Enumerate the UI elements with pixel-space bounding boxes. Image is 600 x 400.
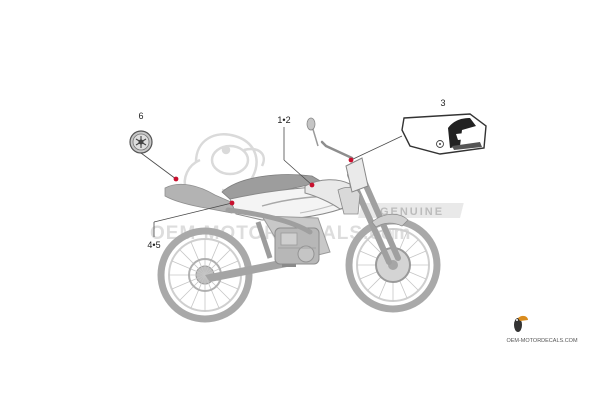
leader-lines — [140, 127, 403, 237]
swing-arm — [205, 258, 292, 282]
engine — [274, 227, 320, 265]
footer-logo-text: OEM-MOTORDECALS.COM — [506, 338, 578, 344]
marker-emblem — [173, 176, 179, 182]
emblem-decal — [129, 130, 153, 154]
marker-side-panel — [229, 200, 235, 206]
mirror — [306, 117, 316, 131]
callout-4-5: 4•5 — [147, 240, 160, 250]
marker-headlight — [348, 157, 354, 163]
handlebar — [320, 140, 354, 160]
headlight-cowl — [345, 157, 369, 193]
marker-tank — [309, 182, 315, 188]
rear-shock — [255, 221, 273, 259]
decal-position-markers — [173, 157, 354, 206]
exhaust — [225, 207, 313, 235]
callout-6: 6 — [138, 111, 143, 121]
front-wheel — [345, 217, 441, 313]
toucan-logo-icon — [514, 315, 528, 332]
footer-logo: OEM-MOTORDECALS.COM — [506, 315, 578, 344]
motorcycle-illustration — [157, 117, 441, 323]
front-plate-decal — [401, 113, 487, 155]
tuning-fork-emblem-icon — [135, 136, 147, 148]
front-fender — [371, 213, 409, 228]
callout-3: 3 — [440, 98, 445, 108]
callout-1-2: 1•2 — [277, 115, 290, 125]
